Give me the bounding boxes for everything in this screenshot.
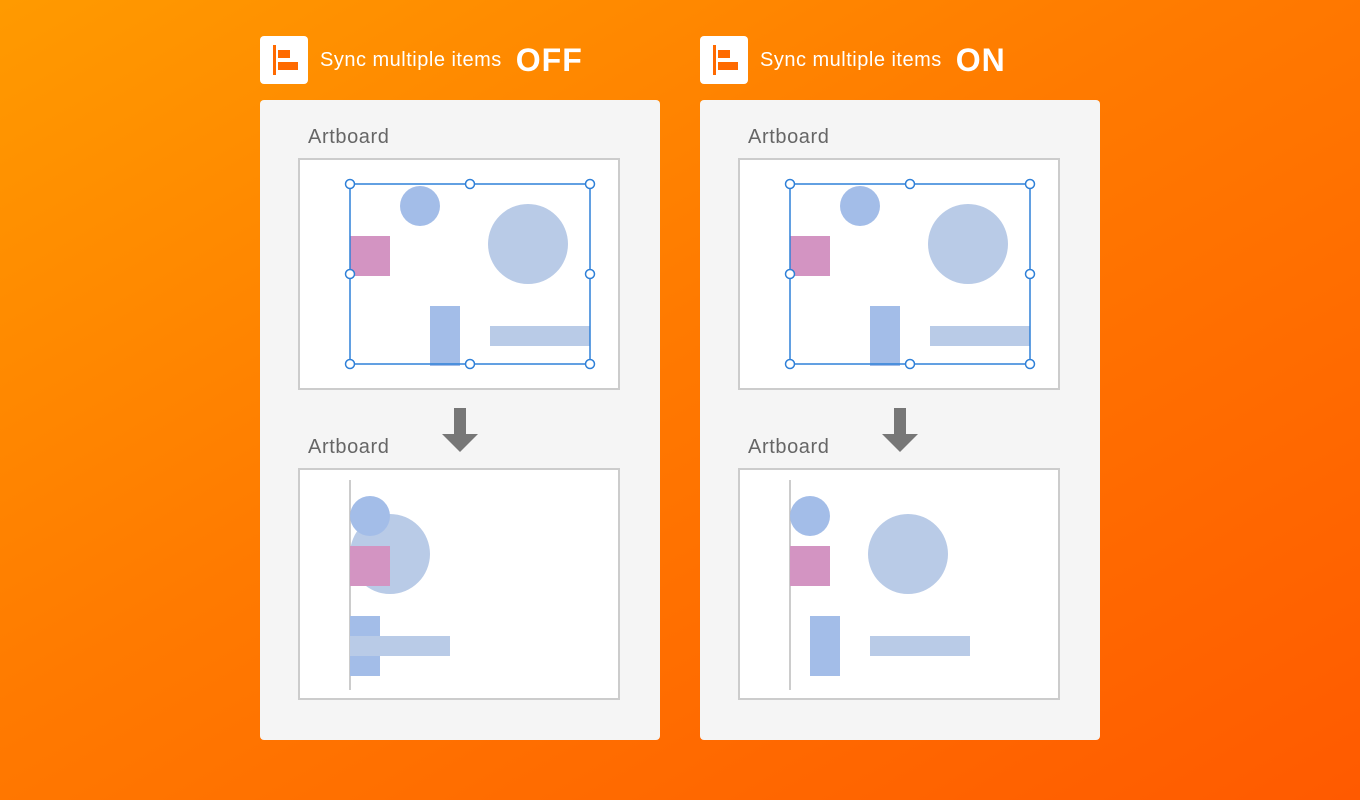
small-circle	[840, 186, 880, 226]
align-left-icon	[700, 36, 748, 84]
artboard-label-before: Artboard	[308, 126, 390, 148]
artboard-after	[738, 468, 1060, 700]
state-label: ON	[955, 41, 1006, 78]
tall-rect	[430, 306, 460, 366]
small-circle	[400, 186, 440, 226]
pink-square	[790, 546, 830, 586]
tall-rect	[870, 306, 900, 366]
artboard-label-after: Artboard	[748, 436, 830, 458]
pink-square	[350, 236, 390, 276]
pink-square	[350, 546, 390, 586]
artboard-before	[298, 158, 620, 390]
arrow-down-icon	[442, 408, 478, 452]
artboard-label-before: Artboard	[748, 126, 830, 148]
artboard-before	[738, 158, 1060, 390]
selection-handles	[784, 178, 1036, 370]
wide-rect	[870, 636, 970, 656]
selection-handles	[344, 178, 596, 370]
wide-rect	[490, 326, 590, 346]
panel-on: Artboard Artboard	[700, 100, 1100, 740]
panel-off: Artboard Artboard	[260, 100, 660, 740]
state-label: OFF	[515, 41, 583, 78]
arrow-down-icon	[882, 408, 918, 452]
header-text: Sync multiple items	[320, 48, 502, 71]
artboard-after	[298, 468, 620, 700]
header-off: Sync multiple items OFF	[260, 36, 583, 84]
align-left-icon	[260, 36, 308, 84]
header-on: Sync multiple items ON	[700, 36, 1006, 84]
large-circle	[488, 204, 568, 284]
large-circle	[928, 204, 1008, 284]
pink-square	[790, 236, 830, 276]
large-circle	[868, 514, 948, 594]
small-circle	[790, 496, 830, 536]
tall-rect	[810, 616, 840, 676]
wide-rect	[350, 636, 450, 656]
header-text: Sync multiple items	[760, 48, 942, 71]
artboard-label-after: Artboard	[308, 436, 390, 458]
small-circle	[350, 496, 390, 536]
wide-rect	[930, 326, 1030, 346]
